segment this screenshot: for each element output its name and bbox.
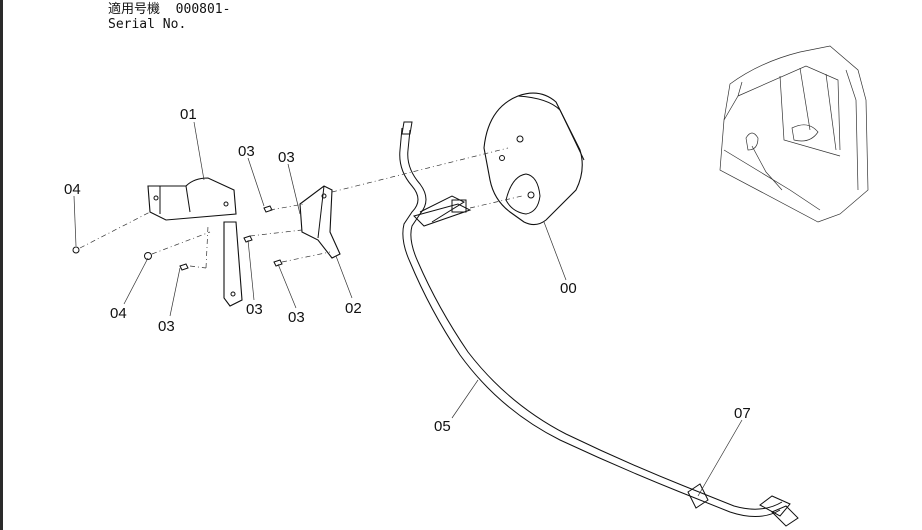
- callout-03-d: 03: [246, 301, 263, 318]
- clamp: [687, 483, 709, 509]
- callout-03-a: 03: [238, 143, 255, 160]
- callout-03-e: 03: [288, 309, 305, 326]
- model-row: 適用号機 000801-: [108, 2, 230, 17]
- serial-label: Serial No.: [108, 17, 187, 32]
- callout-03-c: 03: [158, 318, 175, 335]
- callout-03-b: 03: [278, 149, 295, 166]
- serial-header: 適用号機 000801- Serial No.: [108, 2, 230, 32]
- serial-value: 000801-: [175, 2, 231, 17]
- harness-cable: [399, 121, 799, 527]
- callout-04-b: 04: [110, 305, 127, 322]
- callout-02: 02: [345, 300, 362, 317]
- leader-lines: [73, 121, 743, 497]
- callout-05: 05: [434, 418, 451, 435]
- callout-04-a: 04: [64, 181, 81, 198]
- left-border: [0, 0, 3, 530]
- callout-01: 01: [180, 106, 197, 123]
- location-inset-cab: [719, 45, 869, 223]
- display-unit: [483, 92, 585, 226]
- alignment-lines: [79, 147, 523, 269]
- callout-07: 07: [734, 405, 751, 422]
- bracket-01: [147, 177, 237, 221]
- bracket-02: [299, 185, 341, 259]
- callout-labels: 01 03 03 04 04 03 03 03 02 00 05 07: [64, 106, 751, 435]
- callout-00: 00: [560, 280, 577, 297]
- strap: [223, 221, 243, 307]
- model-label: 適用号機: [108, 2, 161, 17]
